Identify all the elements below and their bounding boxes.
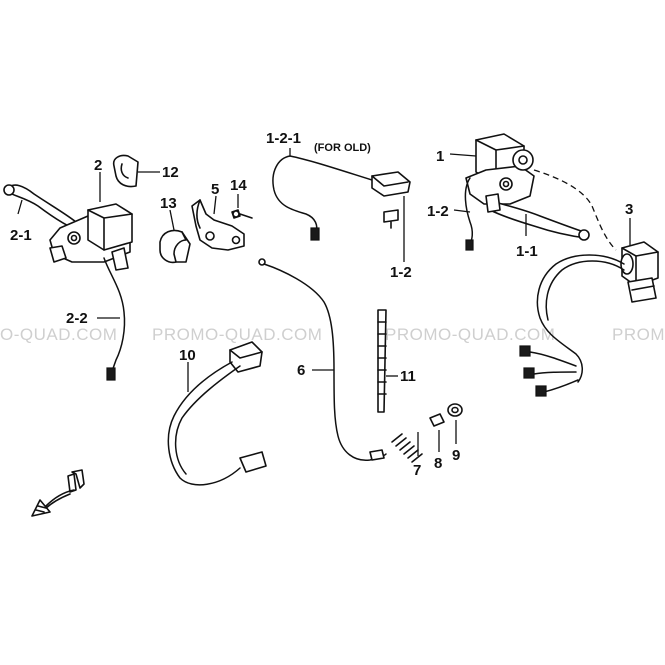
part-label-13: 13 [160,195,177,212]
part-label-2: 2 [94,157,102,174]
part-label-3: 3 [625,201,633,218]
brake-switch-part-1-2-1 [272,148,411,241]
screw-part-14 [231,194,253,219]
leader-line [449,153,477,157]
watermark: O-QUAD.COM PROMO-QUAD.COM PROMO-QUAD.COM… [0,325,665,344]
leader-line [17,199,23,215]
nut-part-8 [429,413,445,452]
left-brake-lever-assembly [3,172,133,381]
part-label-10: 10 [179,347,196,364]
part-label-1: 1 [436,148,444,165]
part-label-1-2-bottom: 1-2 [390,264,412,281]
cable-tie-part-11 [377,309,398,413]
part-label-1-2: 1-2 [427,203,449,220]
part-label-12: 12 [162,164,179,181]
right-brake-lever-assembly [449,133,590,251]
screw-part-1-2 [383,196,405,262]
part-label-9: 9 [452,447,460,464]
part-label-5: 5 [211,181,219,198]
part-label-2-1: 2-1 [10,227,32,244]
cable-part-6 [258,258,387,461]
part-label-7: 7 [413,462,421,479]
part-label-1-2-1: 1-2-1 [266,130,301,147]
leader-line [213,195,217,215]
wire-harness-part-10 [167,341,267,486]
clip-part-12 [112,154,160,188]
part-label-11: 11 [400,368,416,385]
part-label-2-2: 2-2 [66,310,88,327]
spring-part-7 [391,432,423,463]
part-label-8: 8 [434,455,442,472]
part-label-1-1: 1-1 [516,243,538,260]
watermark-segment: O-QUAD.COM [0,325,117,344]
front-arrow-icon [31,469,85,517]
bracket-part-5 [191,195,245,251]
part-label-14: 14 [230,177,247,194]
switch-housing-part-3 [519,218,659,397]
cap-part-9 [447,403,463,444]
watermark-segment: PROMO-QUAD.COM [152,325,322,344]
clamp-part-13 [159,209,191,264]
watermark-segment: PROMO-QUAD.COM [385,325,555,344]
note-for-old: (FOR OLD) [314,142,371,154]
assembly-dashed-line [533,169,617,251]
leader-line [169,209,175,231]
part-label-6: 6 [297,362,305,379]
watermark-segment: PROMO [612,325,665,344]
leader-line [453,209,471,213]
